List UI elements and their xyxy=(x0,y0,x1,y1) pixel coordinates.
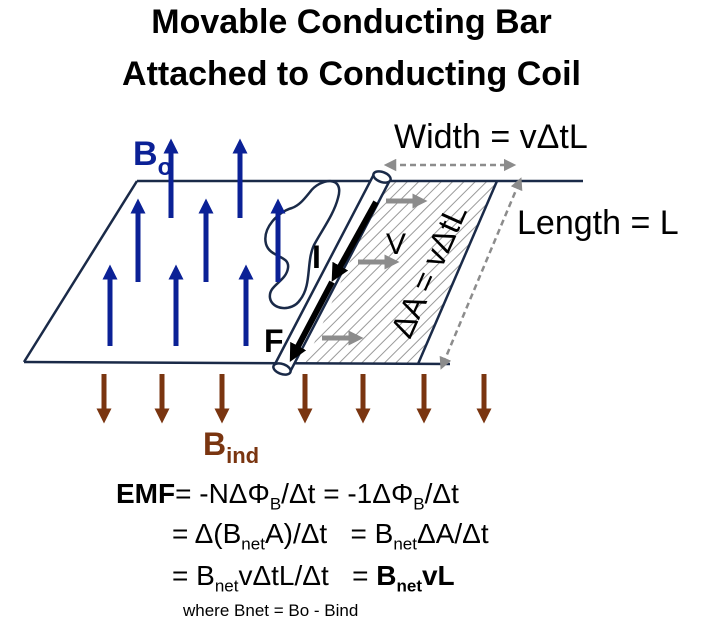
length-dimension xyxy=(439,177,523,370)
current-force-arrows xyxy=(289,200,379,362)
current-label: I xyxy=(312,239,321,275)
bo-label: Bo xyxy=(133,135,172,181)
force-arrow xyxy=(289,280,335,362)
force-label: F xyxy=(264,323,284,359)
motion-arrows xyxy=(322,193,428,346)
title-line-2: Attached to Conducting Coil xyxy=(122,55,581,93)
bnet-note: where Bnet = Bo - Bind xyxy=(183,601,359,620)
title-line-1: Movable Conducting Bar xyxy=(151,3,552,41)
dimension-arrows xyxy=(383,158,523,370)
applied-field-arrows xyxy=(102,138,286,346)
induced-field-arrows xyxy=(96,374,492,424)
current-arrow xyxy=(331,200,379,282)
width-label: Width = vΔtL xyxy=(394,118,588,156)
length-label: Length = L xyxy=(517,204,679,242)
emf-equation-line-1: EMF= -NΔΦB/Δt = -1ΔΦB/Δt xyxy=(116,478,459,514)
emf-equation-line-2: = Δ(BnetA)/Δt = BnetΔA/Δt xyxy=(172,518,489,554)
velocity-label: V xyxy=(386,228,406,261)
bind-label: Bind xyxy=(203,426,259,468)
emf-equation-line-3: = BnetvΔtL/Δt = BnetvL xyxy=(172,560,455,596)
